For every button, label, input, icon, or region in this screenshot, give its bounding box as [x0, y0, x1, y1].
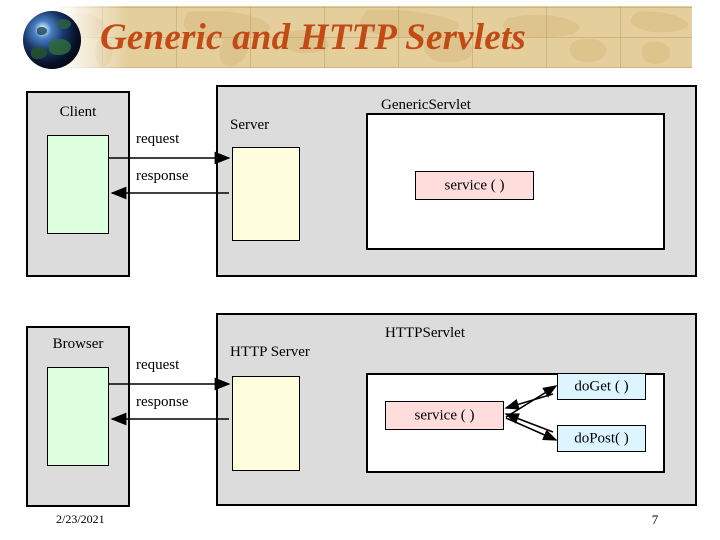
banner-grid-lines [38, 6, 692, 68]
browser-label: Browser [52, 336, 104, 352]
service-method-label: service ( ) [444, 177, 505, 193]
doget-method-box: doGet ( ) [557, 373, 646, 400]
footer-date: 2/23/2021 [56, 512, 105, 526]
http-server-box [232, 376, 300, 471]
generic-servlet-label: GenericServlet [381, 97, 471, 113]
server-box [232, 147, 300, 241]
http-server-label: HTTP Server [230, 344, 310, 360]
title-banner: Generic and HTTP Servlets [0, 6, 692, 69]
http-request-label: request [136, 357, 180, 373]
world-map-watermark [67, 9, 689, 67]
dopost-method-label: doPost( ) [574, 430, 629, 446]
page-title: Generic and HTTP Servlets [100, 17, 526, 58]
http-servlet-label: HTTPServlet [385, 325, 465, 341]
banner-background [38, 6, 692, 68]
client-box [47, 135, 109, 234]
dopost-method-box: doPost( ) [557, 425, 646, 452]
generic-request-label: request [136, 131, 180, 147]
http-service-method-box: service ( ) [385, 401, 504, 430]
globe-icon [23, 11, 81, 69]
client-label: Client [59, 104, 97, 120]
footer-page-number: 7 [651, 512, 659, 527]
http-response-label: response [136, 394, 189, 410]
service-method-box: service ( ) [415, 171, 534, 200]
browser-box [47, 367, 109, 466]
doget-method-label: doGet ( ) [574, 378, 629, 394]
http-service-method-label: service ( ) [414, 407, 475, 423]
generic-response-label: response [136, 168, 189, 184]
server-label: Server [230, 117, 270, 133]
